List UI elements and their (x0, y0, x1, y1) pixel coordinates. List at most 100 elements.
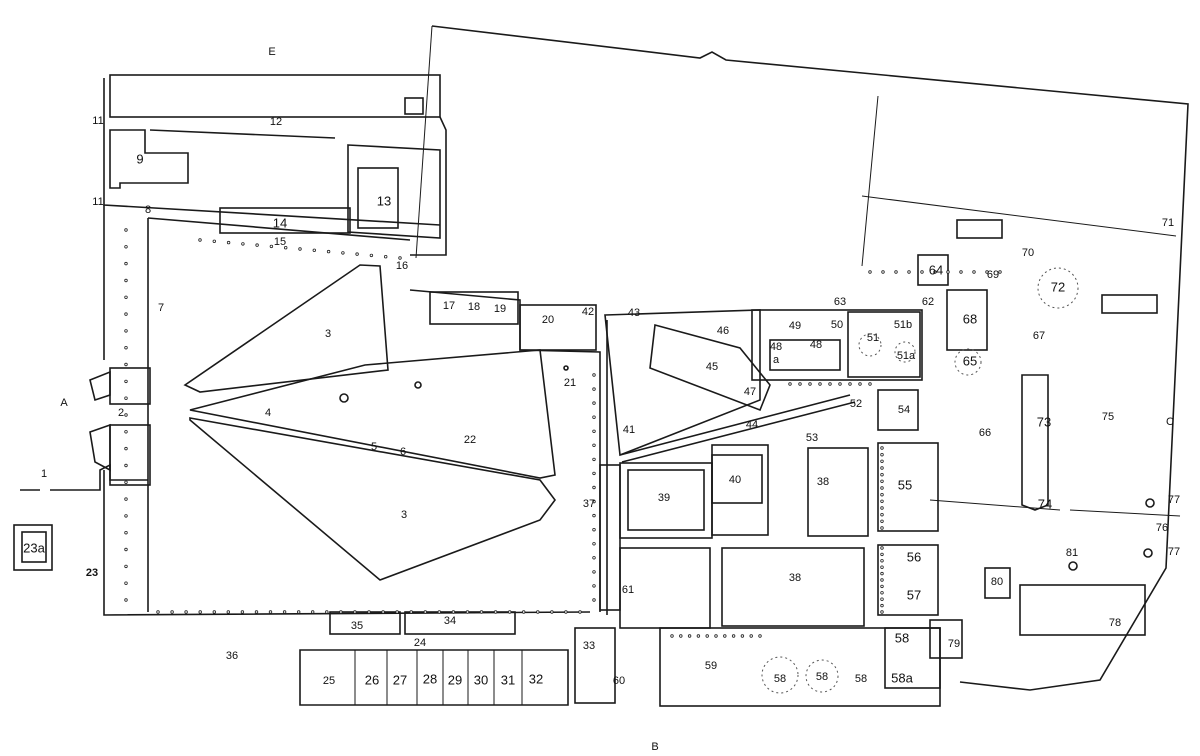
column (749, 634, 753, 638)
room-45: 45 (706, 361, 718, 373)
column (788, 382, 792, 386)
column (124, 430, 128, 434)
room-59: 59 (705, 660, 717, 672)
column (124, 413, 128, 417)
room-46: 46 (717, 325, 729, 337)
room-51: 51 (867, 332, 879, 344)
room-42: 42 (582, 306, 594, 318)
column (184, 610, 188, 614)
column (508, 610, 512, 614)
column (880, 466, 884, 470)
room-67: 67 (1033, 330, 1045, 342)
room-56: 56 (907, 549, 921, 564)
room-53: 53 (806, 432, 818, 444)
room-19: 19 (494, 303, 506, 315)
room-79: 79 (948, 638, 960, 650)
column (212, 239, 216, 243)
column (341, 251, 345, 255)
side-label-a: A (60, 397, 68, 409)
column (241, 242, 245, 246)
room-27: 27 (393, 672, 407, 687)
room-44: 44 (746, 419, 758, 431)
column (592, 542, 596, 546)
column (423, 610, 427, 614)
column (156, 610, 160, 614)
column (894, 270, 898, 274)
column (395, 610, 399, 614)
column (124, 312, 128, 316)
room-58b: 58 (774, 673, 786, 685)
room-4: 4 (265, 407, 271, 419)
room-24: 24 (414, 637, 426, 649)
plan-walls (13, 25, 1189, 707)
room-76: 76 (1156, 522, 1168, 534)
room-40: 40 (729, 474, 741, 486)
room-77b: 77 (1168, 546, 1180, 558)
column (592, 471, 596, 476)
room-48-suffix: a (773, 354, 780, 366)
column (124, 480, 128, 484)
column (880, 552, 884, 557)
column (880, 473, 884, 477)
room-52: 52 (850, 398, 862, 410)
room-31: 31 (501, 672, 515, 687)
room-72: 72 (1051, 279, 1065, 294)
column (355, 252, 359, 256)
room-78: 78 (1109, 617, 1121, 629)
room-77a: 77 (1168, 494, 1180, 506)
column (818, 382, 822, 386)
column (592, 415, 596, 419)
column (880, 591, 884, 595)
room-33: 33 (583, 640, 595, 652)
column (880, 459, 884, 463)
column (465, 610, 470, 614)
column (124, 228, 128, 232)
column (880, 578, 884, 582)
column (828, 382, 832, 386)
column (946, 270, 950, 274)
room-41: 41 (623, 424, 635, 436)
room-58a: 58 (895, 630, 909, 645)
column (848, 382, 852, 386)
column (592, 513, 596, 518)
column (240, 610, 245, 614)
column (124, 497, 128, 501)
column (124, 514, 128, 518)
room-7: 7 (158, 302, 164, 314)
room-58c: 58 (816, 671, 828, 683)
column (880, 565, 884, 569)
room-69: 69 (987, 269, 999, 281)
column (880, 571, 884, 576)
column (679, 634, 683, 638)
column (409, 610, 413, 614)
column (311, 610, 315, 614)
room-63: 63 (834, 296, 846, 308)
room-18: 18 (468, 301, 480, 313)
column (592, 373, 596, 377)
column (592, 528, 596, 532)
column (880, 446, 884, 450)
room-23a: 23a (23, 540, 45, 555)
column (880, 486, 884, 490)
column (880, 597, 884, 601)
room-48a: 48 (770, 341, 782, 353)
column (269, 244, 274, 249)
column (880, 519, 884, 523)
room-29: 29 (448, 672, 462, 687)
column (880, 603, 884, 608)
room-11b: 11 (92, 196, 103, 208)
column (437, 610, 441, 614)
room-73: 73 (1037, 414, 1051, 429)
column (592, 556, 596, 560)
room-15: 15 (274, 236, 286, 248)
room-66: 66 (979, 427, 991, 439)
domes (339, 267, 1155, 694)
column (998, 270, 1002, 274)
column (881, 270, 885, 274)
side-label-b: B (651, 741, 658, 753)
column (124, 362, 128, 367)
room-36: 36 (226, 650, 238, 662)
room-58d: 58 (855, 673, 867, 685)
column (798, 382, 802, 386)
